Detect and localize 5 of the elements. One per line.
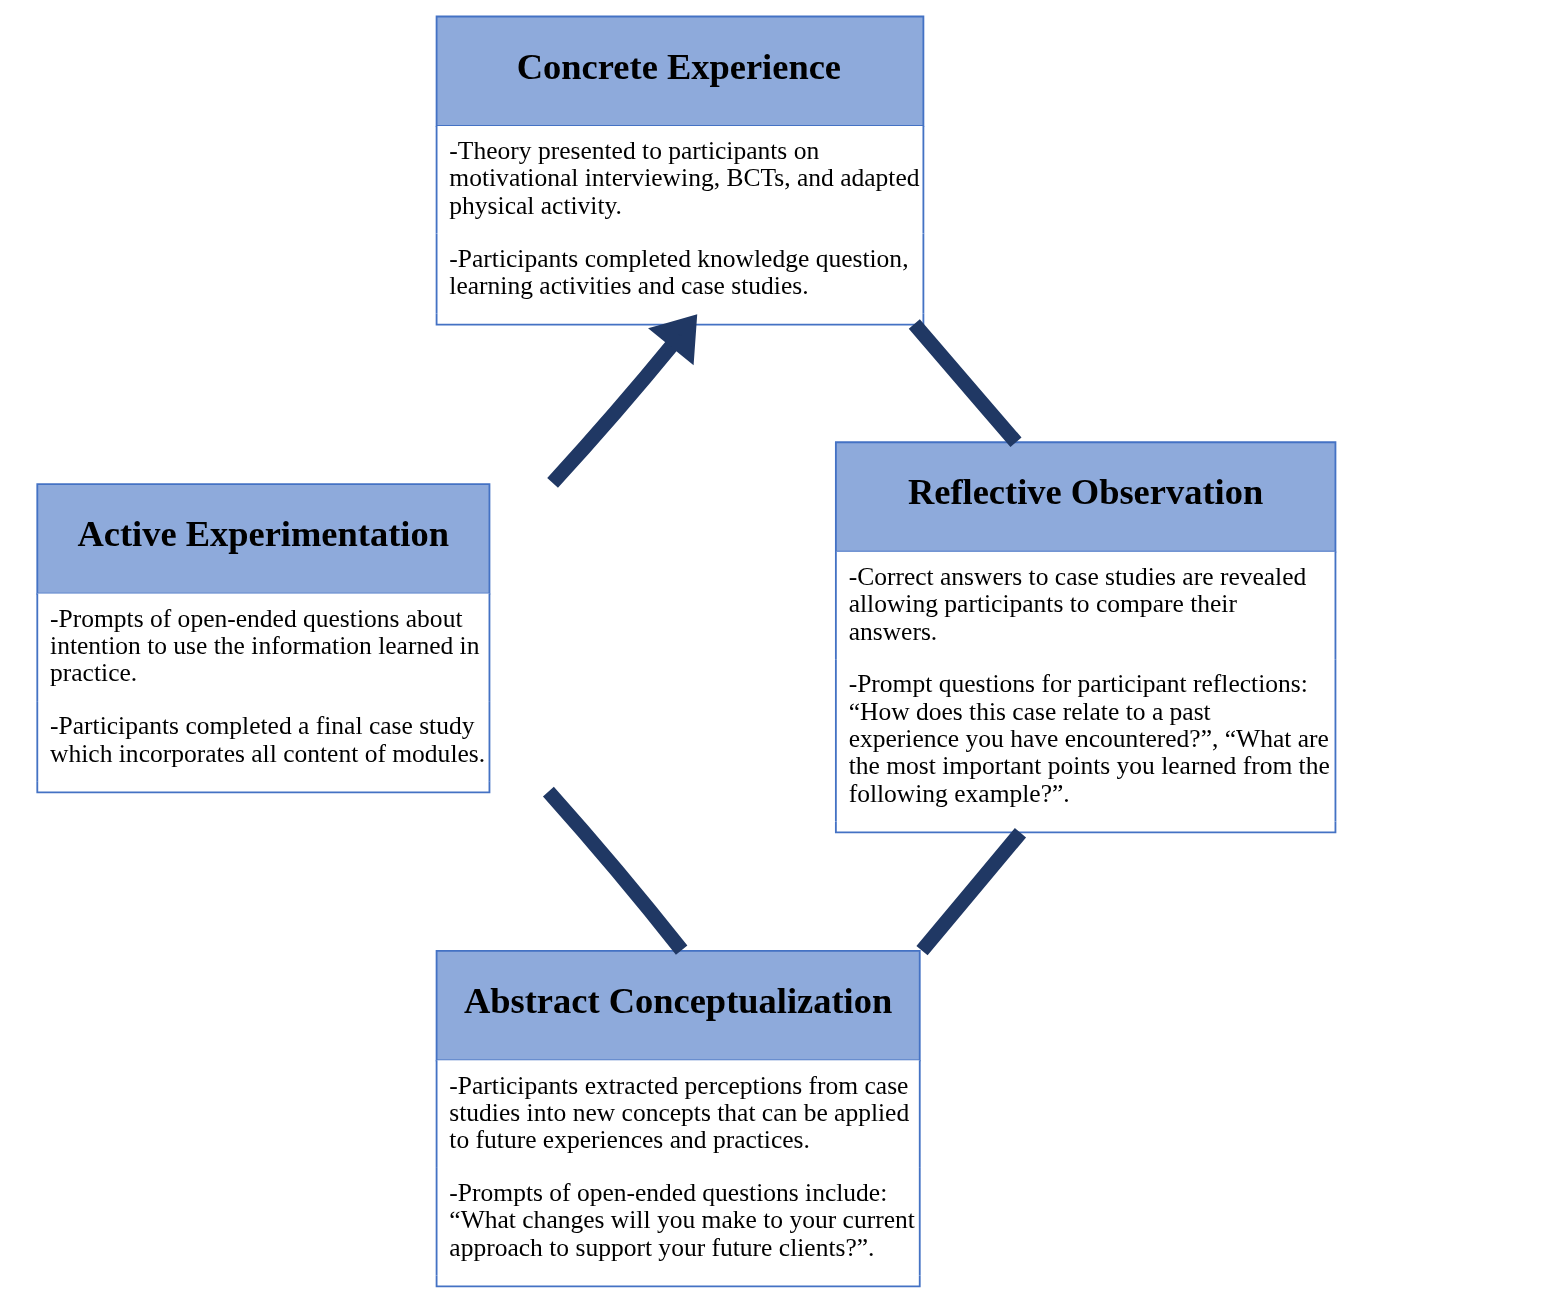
node-text: Reflective Observation -Correct answers to case studies are revealed allowing participants to compare their answers. -Prompt questions for participant reflections: “How does this case relate to a past experience you have encountered?”, “What are the most important points you learned from the following example?”.	[848, 472, 1330, 808]
connector	[542, 786, 688, 955]
connector	[916, 828, 1027, 956]
connector	[908, 319, 1022, 447]
arrow	[547, 314, 698, 488]
